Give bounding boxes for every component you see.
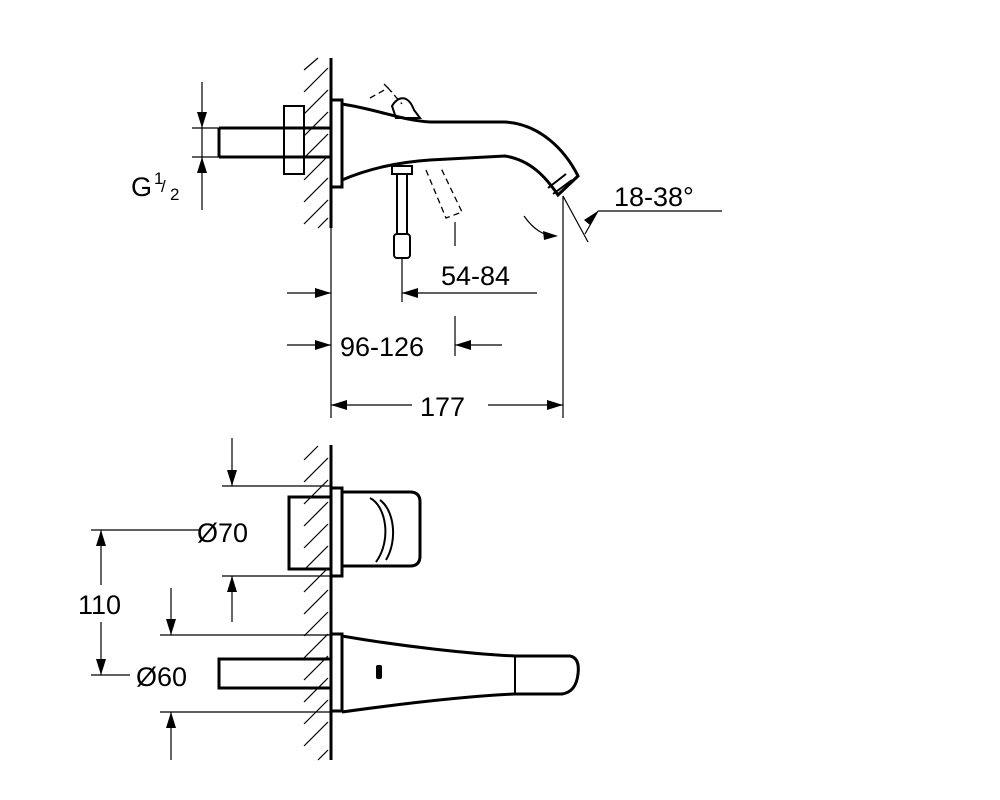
front-view: Ø70 110 Ø60 [78, 438, 580, 761]
spout-diameter-dimension [160, 588, 331, 760]
mixer-rosette [287, 486, 422, 578]
supply-pipe [217, 105, 331, 175]
thread-slash: / [161, 177, 166, 196]
projection-dimension [287, 222, 537, 302]
spacing-dimension [91, 529, 200, 676]
spout-outlet [547, 173, 573, 195]
angle-dimension [523, 195, 722, 418]
thread-dimension [192, 82, 219, 210]
spacing-label: 110 [78, 590, 121, 620]
angle-label: 18-38° [614, 182, 694, 212]
projection-label: 54-84 [441, 261, 510, 291]
rosette-diameter-label: Ø70 [197, 518, 248, 548]
spout-diameter-label: Ø60 [136, 662, 187, 692]
total-length-dimension [330, 228, 563, 418]
wall-flange [329, 98, 344, 189]
wall-range-label: 96-126 [340, 332, 424, 362]
total-length-label: 177 [420, 392, 465, 422]
lever-handle [369, 83, 422, 119]
wall-range-dimension [287, 316, 502, 356]
wall-hatching-top [303, 57, 333, 229]
thread-num-label: 1 [154, 169, 163, 188]
thread-main-label: G [131, 172, 152, 202]
rosette-diameter-dimension [222, 438, 331, 622]
spout-front [217, 632, 580, 714]
thread-den-label: 2 [170, 185, 179, 204]
wall-hatching-bottom [303, 445, 333, 761]
side-view: G 1 / 2 18-38° 54-84 [131, 57, 722, 422]
spout-body [341, 102, 580, 198]
pull-rod [391, 165, 413, 259]
lever-swing-dashed [425, 165, 463, 219]
